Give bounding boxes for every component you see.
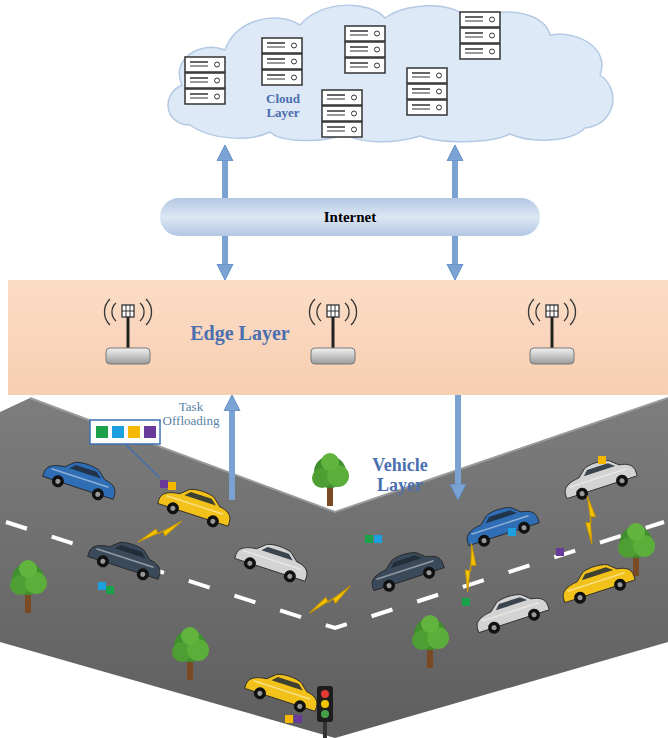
traffic-light — [317, 686, 333, 738]
internet-band: Internet — [160, 198, 540, 236]
task-squares — [98, 456, 606, 723]
car — [233, 534, 313, 587]
car — [156, 479, 236, 532]
layer-title: Internet — [160, 209, 540, 226]
cloud-shape — [160, 0, 620, 145]
flow-arrow — [229, 411, 235, 500]
annotation-label: Task Offloading — [160, 400, 222, 429]
car — [471, 586, 551, 639]
wireless-links — [138, 496, 607, 613]
task-queue — [90, 420, 160, 478]
car — [559, 452, 639, 505]
cloud-layer: Cloud Layer — [160, 0, 620, 145]
car — [86, 532, 166, 585]
edge-layer-band: Edge Layer — [8, 280, 668, 395]
car — [557, 556, 637, 609]
flow-arrow — [455, 395, 461, 484]
car — [461, 499, 541, 552]
car — [41, 452, 121, 505]
cars — [41, 452, 639, 717]
layer-title: Edge Layer — [180, 322, 300, 344]
layer-title: Vehicle Layer — [355, 456, 445, 496]
vehicle-layer-region: Vehicle Layer — [0, 500, 668, 738]
layer-title: Cloud Layer — [260, 92, 306, 121]
road-surface — [0, 398, 668, 738]
antenna-icons — [8, 280, 668, 395]
car — [366, 544, 446, 597]
car — [243, 664, 323, 717]
trees — [10, 453, 655, 680]
